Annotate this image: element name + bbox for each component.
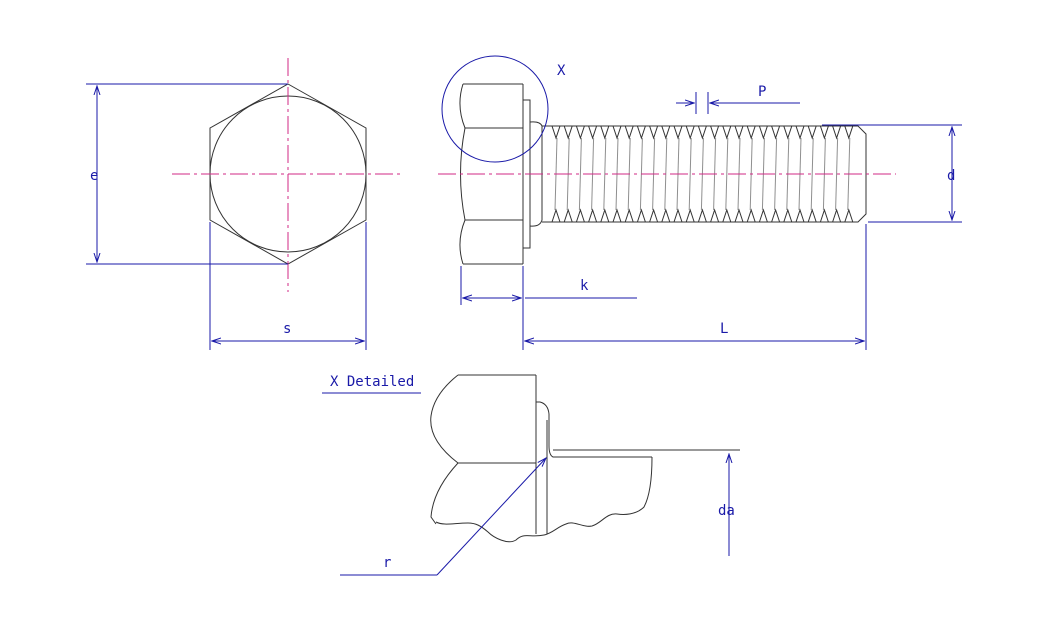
label-k: k xyxy=(580,278,589,294)
dimension-da: da xyxy=(718,454,735,556)
dimension-r: r xyxy=(340,458,546,576)
label-d: d xyxy=(947,168,955,184)
detail-x-view: X Detailed da r xyxy=(322,374,740,576)
label-e: e xyxy=(90,168,98,184)
bolt-head-side xyxy=(459,83,531,265)
dimension-k: k xyxy=(460,266,637,305)
label-x-detailed: X Detailed xyxy=(330,374,414,390)
hex-head-front-view: e s xyxy=(86,58,404,350)
detail-callout-x: X xyxy=(441,55,566,163)
dimension-p: P xyxy=(676,84,800,114)
dimension-d: d xyxy=(822,124,962,223)
dimension-e: e xyxy=(86,83,288,265)
label-p: P xyxy=(758,84,766,100)
dimension-s: s xyxy=(209,222,367,350)
detail-head-outline xyxy=(430,374,740,543)
label-l: L xyxy=(720,321,728,337)
label-x: X xyxy=(557,63,566,79)
label-s: s xyxy=(283,321,291,337)
label-r: r xyxy=(383,555,391,571)
dimension-l: L xyxy=(522,224,867,350)
bolt-side-view: X P d k L xyxy=(438,55,962,350)
label-da: da xyxy=(718,503,735,519)
